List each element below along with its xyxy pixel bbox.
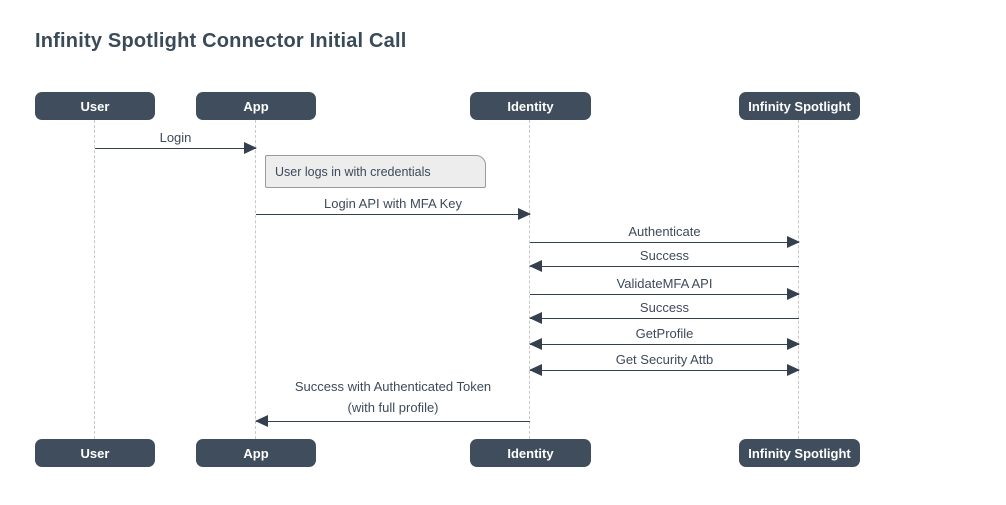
- message-getprofile-label: GetProfile: [635, 326, 694, 341]
- actor-bottom-app: App: [196, 439, 316, 467]
- message-login: Login: [95, 130, 257, 154]
- actor-top-app: App: [196, 92, 316, 120]
- actor-top-identity: Identity: [470, 92, 591, 120]
- message-success-2-label: Success: [639, 300, 690, 315]
- message-login-label: Login: [159, 130, 192, 145]
- actor-top-infinity-spotlight: Infinity Spotlight: [739, 92, 860, 120]
- lifeline-app: [255, 120, 256, 439]
- message-validatemfa-api-arrow: [530, 287, 800, 300]
- message-success-token-label: Success with Authenticated Token (with fu…: [256, 377, 530, 418]
- message-login-api: Login API with MFA Key: [256, 196, 531, 220]
- message-success-1: Success: [529, 248, 799, 272]
- diagram-title: Infinity Spotlight Connector Initial Cal…: [35, 30, 407, 52]
- message-success-1-arrow: [529, 259, 799, 272]
- message-get-security-attb: Get Security Attb: [529, 352, 800, 376]
- arrowhead-right-icon: [518, 207, 531, 220]
- message-success-token-arrow: [255, 414, 530, 427]
- message-authenticate-arrow: [530, 235, 800, 248]
- message-success-1-label: Success: [639, 248, 690, 263]
- actor-bottom-user: User: [35, 439, 155, 467]
- actor-top-user: User: [35, 92, 155, 120]
- message-validatemfa-api-label: ValidateMFA API: [616, 276, 713, 291]
- arrowhead-right-icon: [787, 363, 800, 376]
- message-success-2: Success: [529, 300, 799, 324]
- arrowhead-right-icon: [787, 337, 800, 350]
- message-success-2-arrow: [529, 311, 799, 324]
- lifeline-identity: [529, 120, 530, 439]
- arrowhead-left-icon: [529, 363, 542, 376]
- message-getprofile-arrow: [529, 337, 800, 350]
- message-validatemfa-api: ValidateMFA API: [530, 276, 800, 300]
- message-login-arrow: [95, 141, 257, 154]
- message-success-token: Success with Authenticated Token (with fu…: [255, 377, 530, 427]
- arrowhead-left-icon: [255, 414, 268, 427]
- arrowhead-right-icon: [787, 287, 800, 300]
- arrowhead-left-icon: [529, 259, 542, 272]
- arrowhead-right-icon: [244, 141, 257, 154]
- message-login-api-label: Login API with MFA Key: [323, 196, 463, 211]
- message-login-api-arrow: [256, 207, 531, 220]
- lifeline-infinity-spotlight: [798, 120, 799, 439]
- actor-bottom-identity: Identity: [470, 439, 591, 467]
- message-authenticate-label: Authenticate: [628, 224, 701, 239]
- arrowhead-right-icon: [787, 235, 800, 248]
- message-success-token-line2: (with full profile): [347, 400, 439, 415]
- message-success-token-line1: Success with Authenticated Token: [294, 379, 492, 394]
- message-get-security-attb-arrow: [529, 363, 800, 376]
- message-getprofile: GetProfile: [529, 326, 800, 350]
- arrowhead-left-icon: [529, 337, 542, 350]
- actor-bottom-infinity-spotlight: Infinity Spotlight: [739, 439, 860, 467]
- note-user-credentials: User logs in with credentials: [265, 155, 486, 188]
- lifeline-user: [94, 120, 95, 439]
- message-get-security-attb-label: Get Security Attb: [615, 352, 714, 367]
- arrowhead-left-icon: [529, 311, 542, 324]
- message-authenticate: Authenticate: [530, 224, 800, 248]
